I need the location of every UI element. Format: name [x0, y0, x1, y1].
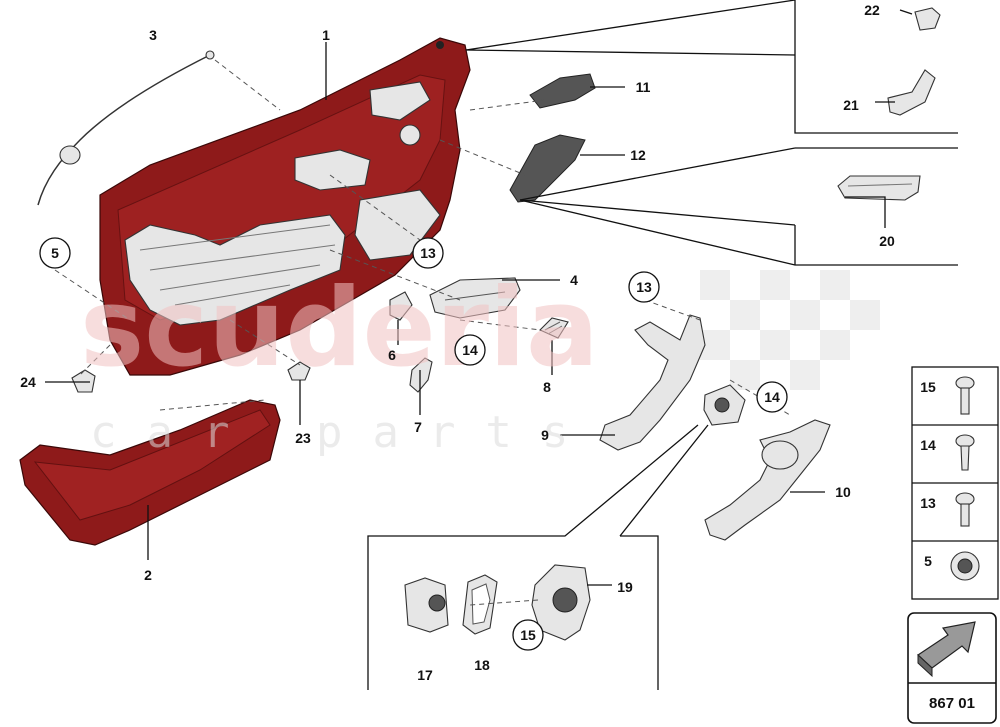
door-panel-part-1	[99, 37, 471, 376]
clip-5-icon	[950, 551, 980, 581]
callout-17: 17	[417, 667, 433, 683]
mount-part-center	[703, 384, 746, 426]
screw-13-icon	[955, 492, 975, 527]
page-reference-box	[907, 612, 997, 724]
callout-9: 9	[541, 427, 549, 443]
clip-part-22	[914, 7, 941, 31]
grille-part-12	[509, 134, 586, 203]
legend-number-5: 5	[924, 553, 932, 569]
callout-24: 24	[20, 374, 36, 390]
callout-4: 4	[570, 272, 578, 288]
callout-5-circled: 5	[51, 245, 59, 261]
page-reference: 867 01	[929, 695, 975, 712]
arrow-icon	[917, 621, 976, 678]
callout-15: 15	[520, 627, 536, 643]
bracket-part-21	[887, 69, 936, 116]
callout-3: 3	[149, 27, 157, 43]
callout-13-trim: 13	[636, 279, 652, 295]
screw-15-icon	[955, 376, 975, 415]
callout-2: 2	[144, 567, 152, 583]
watermark: scuderia car parts	[80, 266, 599, 458]
trim-part-9	[599, 314, 706, 451]
clip-part-6	[389, 291, 413, 321]
callout-19: 19	[617, 579, 633, 595]
callout-7: 7	[414, 419, 422, 435]
callout-10: 10	[835, 484, 851, 500]
callout-13-door: 13	[420, 245, 436, 261]
callout-18: 18	[474, 657, 490, 673]
cover-part-8	[539, 317, 569, 339]
plug-part-24	[71, 369, 96, 393]
callout-12: 12	[630, 147, 646, 163]
callout-20: 20	[879, 233, 895, 249]
leader-lines	[45, 0, 958, 690]
bracket-part-7	[409, 357, 433, 393]
legend-number-14: 14	[920, 437, 936, 453]
watermark-sub: car parts	[90, 407, 598, 458]
callout-22: 22	[864, 2, 880, 18]
legend-number-15: 15	[920, 379, 936, 395]
screw-14-icon	[955, 434, 975, 471]
callout-23: 23	[295, 430, 311, 446]
callout-14-handle: 14	[462, 342, 478, 358]
callout-1: 1	[322, 27, 330, 43]
panel-part-20	[837, 175, 921, 201]
callout-14-trim: 14	[764, 389, 780, 405]
trim-part-10	[704, 419, 831, 541]
plug-part-23	[287, 361, 311, 381]
armrest-part-2	[19, 399, 281, 546]
fastener-legend	[911, 366, 999, 600]
callout-21: 21	[843, 97, 859, 113]
legend-numbers: 15 14 13 5	[920, 379, 936, 569]
callout-11: 11	[636, 79, 651, 95]
bracket-part-19	[531, 564, 591, 641]
callout-labels: 1 2 3 4 5 6 7 8 9 10 11 12 17 18 19 20 2…	[20, 2, 895, 683]
circled-callouts: 5 13 13 14 14 15	[39, 237, 788, 651]
watermark-checker	[700, 270, 880, 390]
switch-part-17	[404, 577, 449, 633]
cable-part-3	[37, 50, 281, 206]
callout-8: 8	[543, 379, 551, 395]
watermark-main: scuderia	[80, 266, 599, 391]
handle-part-4	[429, 277, 521, 319]
legend-number-13: 13	[920, 495, 936, 511]
grille-part-11	[529, 73, 596, 109]
callout-6: 6	[388, 347, 396, 363]
